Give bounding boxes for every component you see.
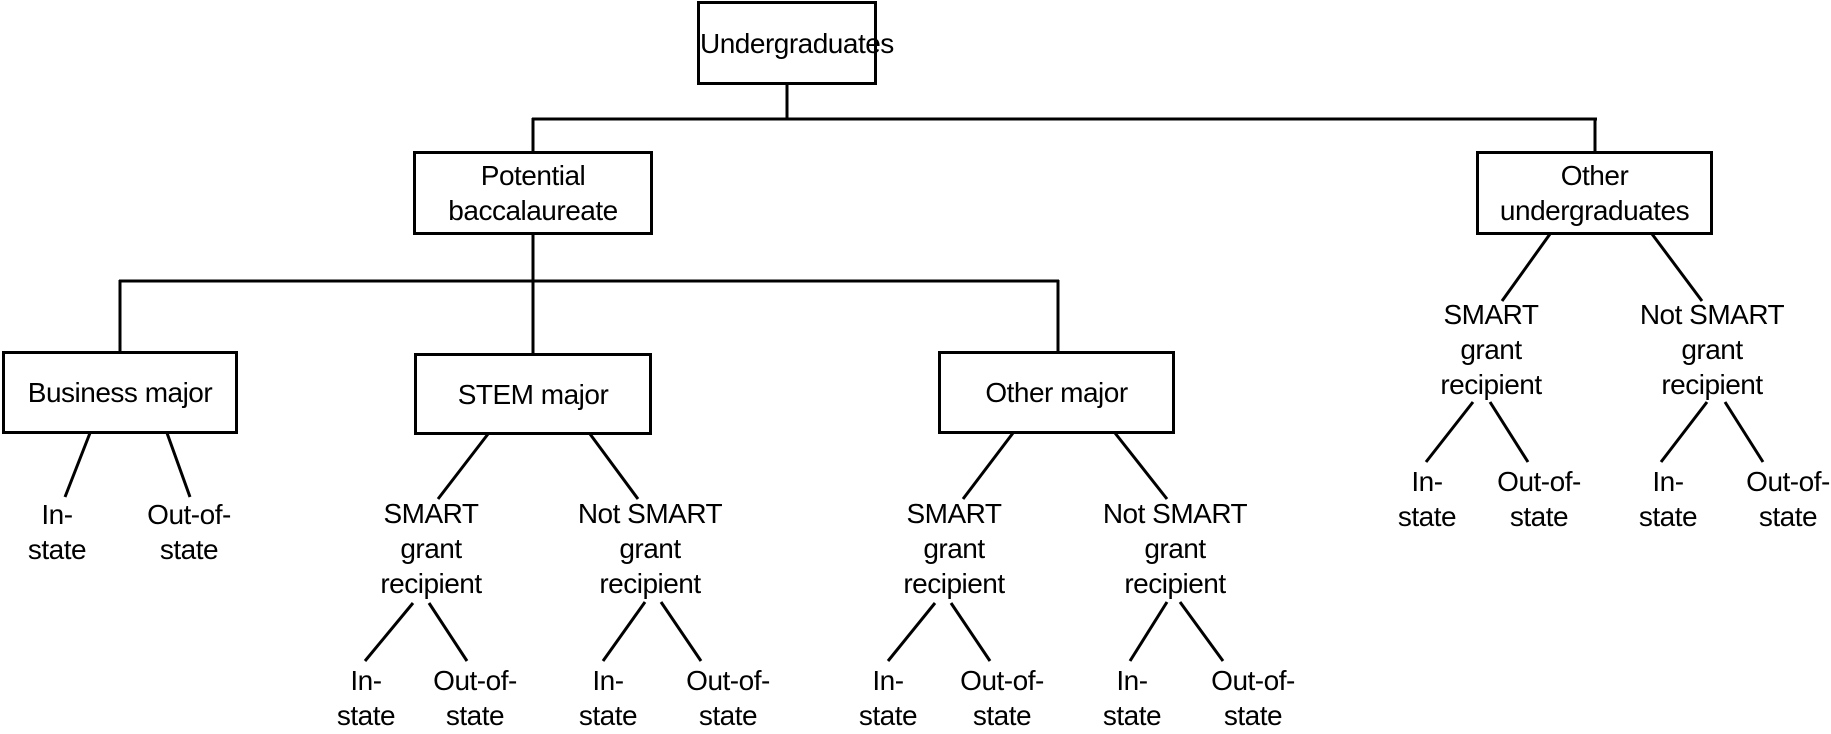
node-stem-not-smart-in-state: In- state [578,665,638,731]
connector [1113,432,1169,500]
node-other-major-smart-grant-recipient: SMART grant recipient [903,498,1005,599]
node-stem-not-smart-grant-recipient: Not SMART grant recipient [577,498,723,599]
connector [588,433,640,500]
node-other-major-not-smart-out-of-state: Out-of- state [1211,665,1295,731]
node-stem-major: STEM major [414,353,652,435]
connector [63,432,92,498]
connector [601,601,647,662]
node-other-ug-not-smart-in-state: In- state [1638,466,1698,532]
node-potential-baccalaureate: Potential baccalaureate [413,151,653,235]
node-stem-not-smart-out-of-state: Out-of- state [686,665,770,731]
connector [1500,233,1552,302]
node-other-ug-smart-in-state: In- state [1397,466,1457,532]
connector [961,432,1015,500]
node-other-major-smart-out-of-state: Out-of- state [960,665,1044,731]
connector [1424,401,1475,463]
connector [1723,401,1765,463]
connector [886,602,937,662]
node-other-ug-smart-out-of-state: Out-of- state [1497,466,1581,532]
node-other-major-not-smart-grant-recipient: Not SMART grant recipient [1102,498,1248,599]
node-other-ug-smart-grant-recipient: SMART grant recipient [1440,299,1542,400]
node-business-major: Business major [2,351,238,434]
node-business-in-state: In- state [27,499,87,565]
connector [1128,601,1169,662]
node-other-major: Other major [938,351,1175,434]
connector [1650,233,1704,302]
connector [363,602,415,662]
node-other-ug-not-smart-out-of-state: Out-of- state [1746,466,1830,532]
connector [1659,401,1709,463]
node-undergraduates: Undergraduates [697,1,894,85]
node-other-major-not-smart-in-state: In- state [1102,665,1162,731]
connector [436,433,490,500]
node-business-out-of-state: Out-of- state [147,499,231,565]
node-stem-smart-out-of-state: Out-of- state [433,665,517,731]
node-label-line: Potential [480,160,586,191]
connector [1178,601,1225,662]
connector [659,601,703,662]
node-other-major-smart-in-state: In- state [858,665,918,731]
node-label-line: Other [1560,160,1629,191]
node-stem-smart-in-state: In- state [336,665,396,731]
connector [1488,401,1530,463]
node-other-undergraduates: Other undergraduates [1476,151,1713,235]
node-stem-smart-grant-recipient: SMART grant recipient [380,498,482,599]
node-label: Undergraduates [700,27,894,59]
node-label: Business major [27,377,213,408]
node-label: STEM major [457,378,609,410]
node-label-line: baccalaureate [448,195,618,226]
node-other-ug-not-smart-grant-recipient: Not SMART grant recipient [1639,299,1785,400]
node-label-line: undergraduates [1499,195,1690,226]
connector [949,602,992,662]
node-label: Other major [985,377,1128,408]
connector [165,432,192,498]
connector [427,602,469,662]
